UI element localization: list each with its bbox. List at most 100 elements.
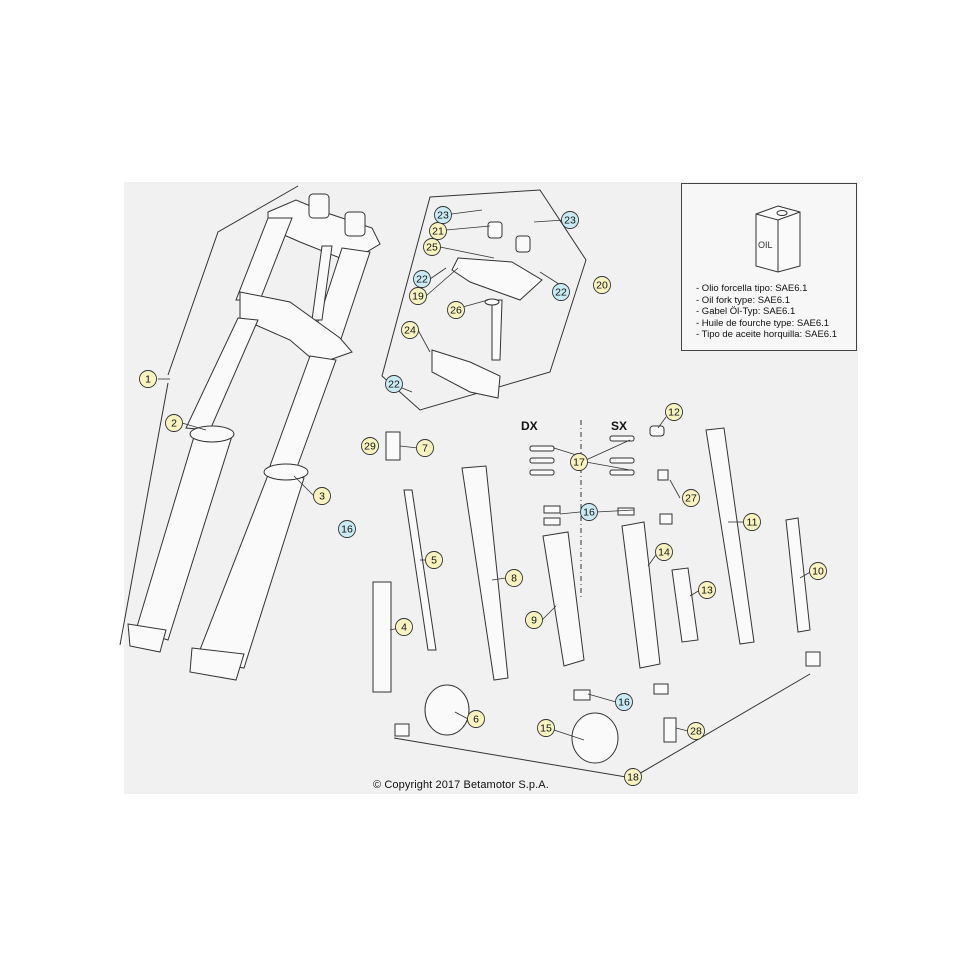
- callout-19: 19: [409, 287, 427, 305]
- callout-15: 15: [537, 719, 555, 737]
- callout-number: 22: [555, 287, 567, 299]
- callout-22: 22: [413, 270, 431, 288]
- callout-11: 11: [743, 513, 761, 531]
- callout-circle: [434, 206, 452, 224]
- callout-circle: [395, 618, 413, 636]
- callout-number: 17: [573, 457, 585, 469]
- callout-3: 3: [313, 487, 331, 505]
- callout-21: 21: [429, 222, 447, 240]
- callout-number: 28: [690, 726, 702, 738]
- fork-internals: [372, 420, 821, 779]
- oil-can-label: OIL: [758, 240, 773, 250]
- callout-number: 27: [685, 493, 697, 505]
- side-label-left: SX: [611, 419, 627, 433]
- callout-circle: [525, 611, 543, 629]
- callout-circle: [416, 439, 434, 457]
- callout-number: 18: [627, 772, 639, 784]
- callout-number: 29: [364, 441, 376, 453]
- callout-circle: [467, 710, 485, 728]
- callout-25: 25: [423, 238, 441, 256]
- callout-circle: [665, 403, 683, 421]
- leader-lines: [158, 209, 813, 741]
- callout-13: 13: [698, 581, 716, 599]
- callout-number: 10: [812, 566, 824, 578]
- callout-12: 12: [665, 403, 683, 421]
- callout-number: 8: [511, 573, 517, 585]
- callout-number: 23: [437, 210, 449, 222]
- callout-circle: [580, 503, 598, 521]
- oil-spec-line: - Tipo de aceite horquilla: SAE6.1: [696, 329, 838, 340]
- callout-number: 19: [412, 291, 424, 303]
- callout-number: 7: [422, 443, 428, 455]
- callout-circle: [615, 693, 633, 711]
- callout-27: 27: [682, 489, 700, 507]
- callout-26: 26: [447, 301, 465, 319]
- callout-circle: [361, 437, 379, 455]
- callout-number: 24: [404, 325, 416, 337]
- callout-number: 9: [531, 615, 537, 627]
- callout-number: 5: [431, 555, 437, 567]
- callout-number: 16: [618, 697, 630, 709]
- callout-number: 2: [171, 418, 177, 430]
- assembled-fork: [119, 185, 381, 681]
- callout-number: 16: [583, 507, 595, 519]
- callout-29: 29: [361, 437, 379, 455]
- callout-circle: [447, 301, 465, 319]
- callout-circle: [505, 569, 523, 587]
- callout-circle: [552, 283, 570, 301]
- callout-20: 20: [593, 276, 611, 294]
- triple-clamp-group: [381, 189, 587, 411]
- callout-circle: [165, 414, 183, 432]
- callout-circle: [809, 562, 827, 580]
- callout-28: 28: [687, 722, 705, 740]
- callout-17: 17: [570, 453, 588, 471]
- callout-circle: [698, 581, 716, 599]
- oil-can-icon: OIL: [755, 205, 801, 273]
- callout-circle: [743, 513, 761, 531]
- oil-spec-box: OIL - Olio forcella tipo: SAE6.1 - Oil f…: [681, 183, 857, 351]
- callout-circle: [401, 321, 419, 339]
- callout-circle: [561, 211, 579, 229]
- callout-7: 7: [416, 439, 434, 457]
- callout-number: 12: [668, 407, 680, 419]
- callout-circle: [413, 270, 431, 288]
- callout-number: 23: [564, 215, 576, 227]
- callout-circle: [385, 375, 403, 393]
- callout-16: 16: [580, 503, 598, 521]
- callout-number: 13: [701, 585, 713, 597]
- oil-spec-lines: - Olio forcella tipo: SAE6.1 - Oil fork …: [696, 283, 837, 341]
- callout-number: 22: [388, 379, 400, 391]
- callout-23: 23: [561, 211, 579, 229]
- callout-10: 10: [809, 562, 827, 580]
- copyright-notice: © Copyright 2017 Betamotor S.p.A.: [373, 779, 549, 791]
- callout-9: 9: [525, 611, 543, 629]
- callout-18: 18: [624, 768, 642, 786]
- callout-number: 1: [145, 374, 151, 386]
- callout-number: 3: [319, 491, 325, 503]
- callout-circle: [313, 487, 331, 505]
- callout-number: 6: [473, 714, 479, 726]
- callout-14: 14: [655, 543, 673, 561]
- callout-number: 4: [401, 622, 407, 634]
- callout-number: 21: [432, 226, 444, 238]
- callout-number: 16: [341, 524, 353, 536]
- callout-1: 1: [139, 370, 157, 388]
- callout-number: 15: [540, 723, 552, 735]
- callout-circle: [429, 222, 447, 240]
- callout-16: 16: [615, 693, 633, 711]
- callout-circle: [409, 287, 427, 305]
- callout-number: 22: [416, 274, 428, 286]
- callout-number: 20: [596, 280, 608, 292]
- callout-number: 11: [747, 517, 758, 529]
- callout-24: 24: [401, 321, 419, 339]
- callout-4: 4: [395, 618, 413, 636]
- callout-6: 6: [467, 710, 485, 728]
- callout-number: 26: [450, 305, 462, 317]
- callout-circle: [655, 543, 673, 561]
- callout-circle: [338, 520, 356, 538]
- callout-circle: [537, 719, 555, 737]
- callout-number: 25: [426, 242, 438, 254]
- callout-8: 8: [505, 569, 523, 587]
- callout-number: 14: [658, 547, 670, 559]
